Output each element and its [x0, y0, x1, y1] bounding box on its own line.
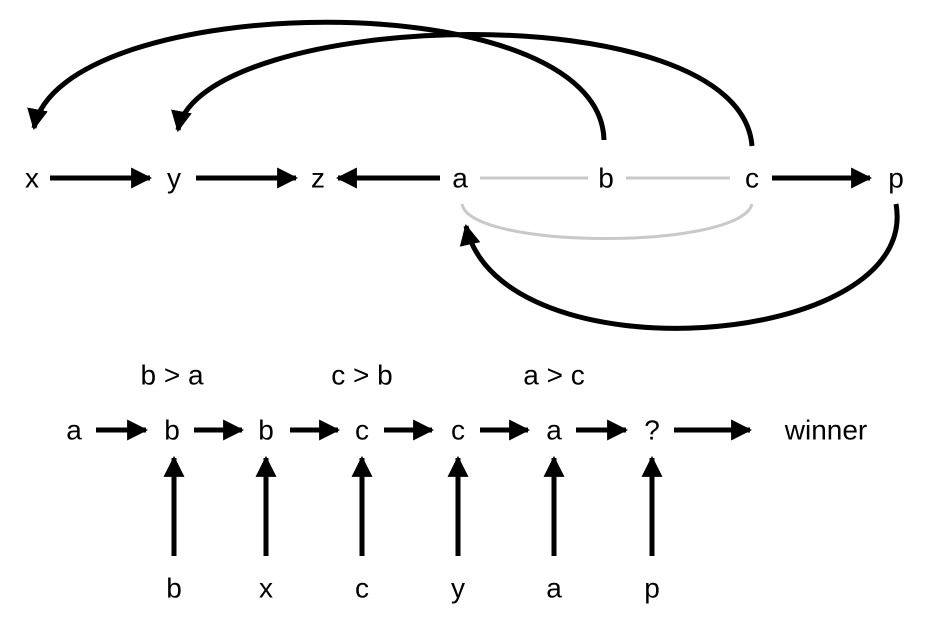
- chain-node: b: [164, 414, 180, 445]
- node-z: z: [311, 162, 325, 193]
- gray-link-a-c: [460, 203, 754, 240]
- node-x: x: [25, 162, 39, 193]
- arrow-p-to-a: [459, 203, 900, 331]
- input-node: a: [546, 572, 562, 603]
- input-node: p: [644, 572, 660, 603]
- chain-node: c: [355, 414, 369, 445]
- node-b: b: [598, 162, 614, 193]
- input-node: x: [259, 572, 273, 603]
- winner-label: winner: [784, 414, 867, 445]
- node-c: c: [745, 162, 759, 193]
- chain-node: a: [546, 414, 562, 445]
- input-node: y: [451, 572, 465, 603]
- comparison-label: a > c: [523, 359, 584, 390]
- chain-node-unknown: ?: [644, 414, 660, 445]
- chain-node: b: [258, 414, 274, 445]
- arrow-c-to-y: [171, 32, 755, 147]
- input-node: b: [166, 572, 182, 603]
- node-p: p: [888, 162, 904, 193]
- comparison-label: b > a: [140, 359, 203, 390]
- chain-node: c: [451, 414, 465, 445]
- node-a: a: [452, 162, 468, 193]
- arrow-b-to-x: [27, 19, 607, 141]
- comparison-label: c > b: [331, 359, 392, 390]
- input-node: c: [355, 572, 369, 603]
- node-y: y: [167, 162, 181, 193]
- chain-node: a: [66, 414, 82, 445]
